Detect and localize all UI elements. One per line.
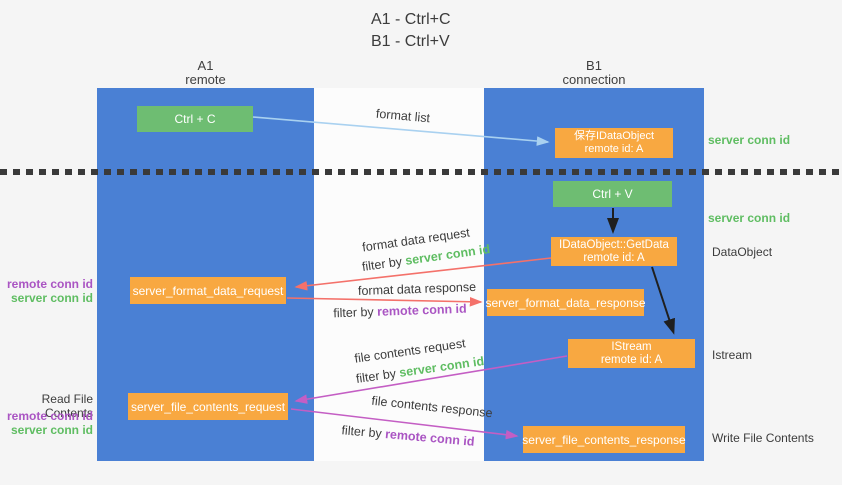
label-server-conn-id-1: server conn id (10, 291, 93, 305)
label-read-file-contents: Read File Contents (41, 392, 93, 420)
node-format-request-label: server_format_data_request (132, 283, 284, 298)
diagram-title: A1 - Ctrl+C B1 - Ctrl+V (371, 9, 451, 53)
lane-b1-name: B1 (586, 58, 602, 73)
node-server-format-data-request: server_format_data_request (130, 277, 286, 304)
title-line-b1: B1 - Ctrl+V (371, 33, 450, 50)
title-line-a1: A1 - Ctrl+C (371, 11, 451, 28)
lane-a1-role: remote (185, 72, 226, 87)
label-dataobject: DataObject (712, 245, 773, 259)
label-remote-conn-id-1: remote conn id (6, 277, 93, 291)
node-server-format-data-response: server_format_data_response (485, 289, 646, 316)
node-ctrl-c: Ctrl + C (137, 106, 253, 132)
node-save-idataobject: 保存IDataObject remote id: A (555, 128, 673, 158)
lane-a1-header: A1 remote (97, 59, 314, 87)
node-getdata-line1: IDataObject::GetData (559, 238, 669, 251)
node-idataobject-getdata: IDataObject::GetData remote id: A (551, 237, 677, 266)
node-file-response-label: server_file_contents_response (522, 432, 686, 447)
node-save-idataobject-line2: remote id: A (584, 143, 644, 155)
label-istream: Istream (712, 348, 753, 362)
label-server-conn-id-mid-right: server conn id (708, 211, 791, 225)
label-remote-conn-id-2: remote conn id (6, 409, 93, 423)
label-read-file-contents-wrap: Read File Contents (0, 392, 93, 420)
node-save-idataobject-line1: 保存IDataObject (573, 130, 655, 142)
label-group-format-conn-ids: remote conn id server conn id (0, 277, 93, 305)
label-server-conn-id-2: server conn id (10, 423, 93, 437)
node-format-response-label: server_format_data_response (485, 295, 646, 310)
node-server-file-contents-request: server_file_contents_request (128, 393, 288, 420)
machine-boundary-dotted-line (0, 169, 842, 175)
lane-b1-header: B1 connection (484, 59, 704, 87)
node-ctrl-v: Ctrl + V (553, 181, 672, 207)
node-istream-line2: remote id: A (600, 353, 663, 366)
lane-b1-role: connection (562, 72, 626, 87)
label-group-file-conn-ids: remote conn id server conn id (0, 409, 93, 437)
label-server-conn-id-top-right: server conn id (708, 133, 791, 147)
node-istream: IStream remote id: A (568, 339, 695, 368)
node-ctrl-c-label: Ctrl + C (174, 112, 216, 126)
node-istream-line1: IStream (611, 340, 652, 353)
filter-by-text: filter by (333, 304, 378, 321)
node-getdata-line2: remote id: A (583, 251, 645, 264)
node-server-file-contents-response: server_file_contents_response (522, 426, 686, 453)
node-file-request-label: server_file_contents_request (130, 399, 286, 414)
lane-a1-name: A1 (197, 58, 214, 73)
label-write-file-contents: Write File Contents (712, 431, 814, 445)
node-ctrl-v-label: Ctrl + V (592, 187, 633, 201)
